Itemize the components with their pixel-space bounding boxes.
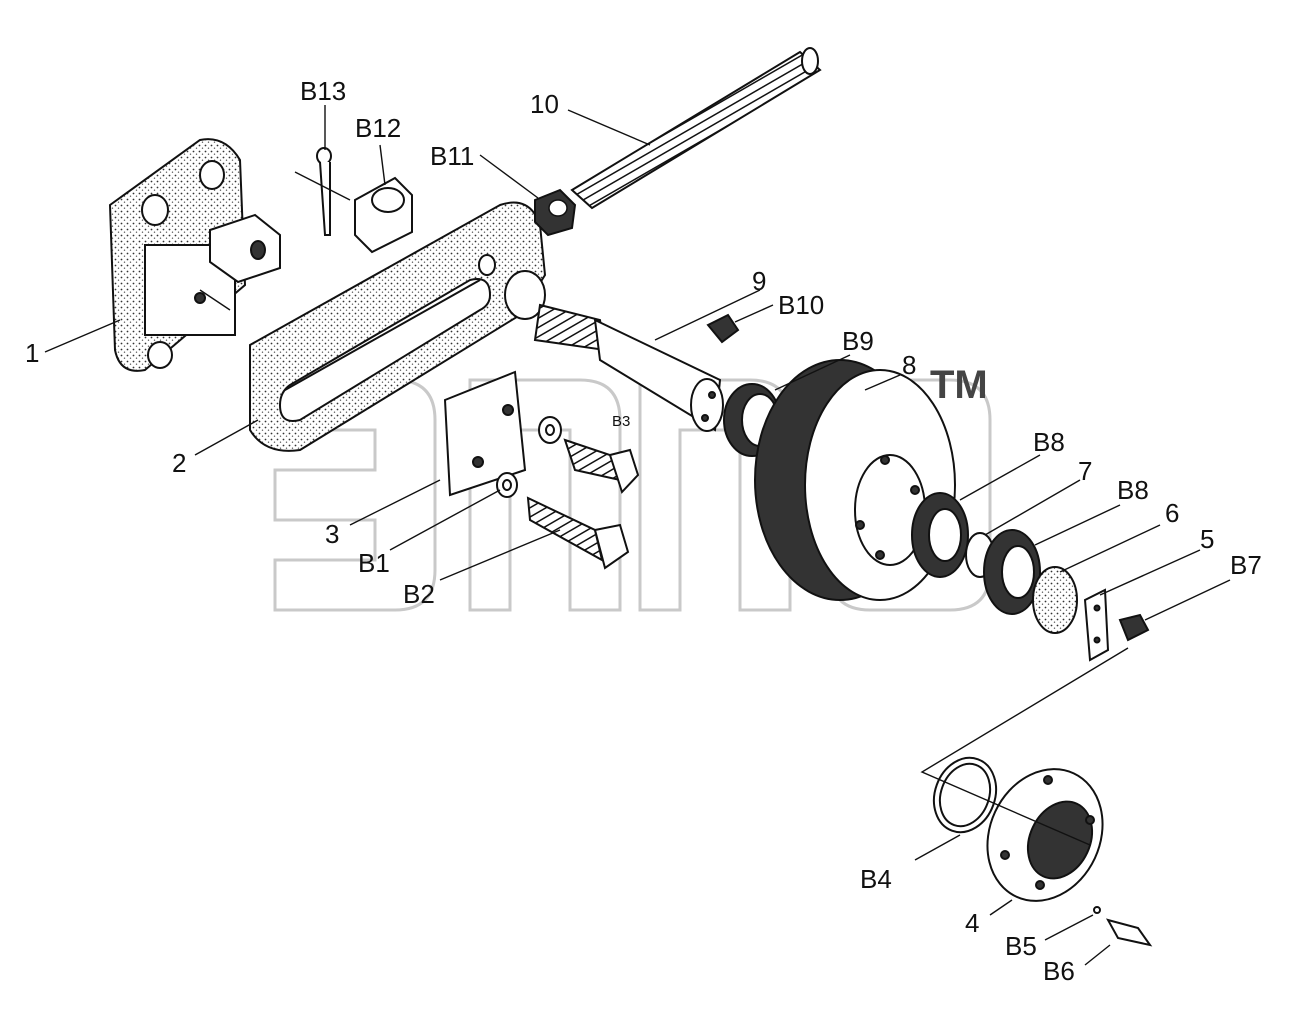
bolt-b3 — [563, 438, 640, 494]
label-b8-second: B8 — [1117, 475, 1149, 505]
washer-b5 — [1093, 906, 1101, 914]
label-2: 2 — [172, 448, 186, 478]
label-4: 4 — [965, 908, 979, 938]
label-b9: B9 — [842, 326, 874, 356]
bolt-b2 — [526, 496, 630, 570]
part-6-disc — [1032, 566, 1078, 634]
part-4-cover — [986, 768, 1104, 902]
leader-lines — [44, 105, 1231, 966]
bearing-b8-outer — [983, 529, 1041, 615]
label-b5: B5 — [1005, 931, 1037, 961]
label-b7: B7 — [1230, 550, 1262, 580]
part-2-slotted-arm — [249, 201, 547, 452]
label-8: 8 — [902, 350, 916, 380]
label-6: 6 — [1165, 498, 1179, 528]
part-9-shaft — [533, 303, 724, 432]
label-5: 5 — [1200, 524, 1214, 554]
castle-nut-b12 — [354, 176, 413, 254]
label-10: 10 — [530, 89, 559, 119]
label-b4: B4 — [860, 864, 892, 894]
part-labels: 1 2 3 B1 B2 B3 B13 B12 B11 10 9 B10 B9 8… — [25, 76, 1262, 986]
label-9: 9 — [752, 266, 766, 296]
label-b12: B12 — [355, 113, 401, 143]
grease-fitting-b10 — [706, 313, 740, 344]
screw-b6 — [1105, 918, 1153, 947]
label-b10: B10 — [778, 290, 824, 320]
cotter-pin-b13 — [316, 147, 332, 236]
nut-b11 — [534, 188, 577, 237]
label-3: 3 — [325, 519, 339, 549]
label-7: 7 — [1078, 456, 1092, 486]
label-b3: B3 — [612, 413, 630, 430]
part-1-mounting-bracket — [108, 138, 281, 372]
part-10-threaded-rod — [570, 47, 822, 210]
trademark-text: TM — [930, 363, 988, 407]
label-b6: B6 — [1043, 956, 1075, 986]
label-b8-first: B8 — [1033, 427, 1065, 457]
screw-b7 — [1118, 613, 1150, 642]
label-b2: B2 — [403, 579, 435, 609]
bearing-b8-inner — [911, 492, 969, 578]
label-b11: B11 — [430, 141, 474, 171]
part-3-plate — [443, 370, 527, 497]
part-5-lock-plate — [1083, 588, 1110, 662]
label-b13: B13 — [300, 76, 346, 106]
o-ring-b4 — [932, 756, 998, 834]
label-b1: B1 — [358, 548, 390, 578]
label-1: 1 — [25, 338, 39, 368]
